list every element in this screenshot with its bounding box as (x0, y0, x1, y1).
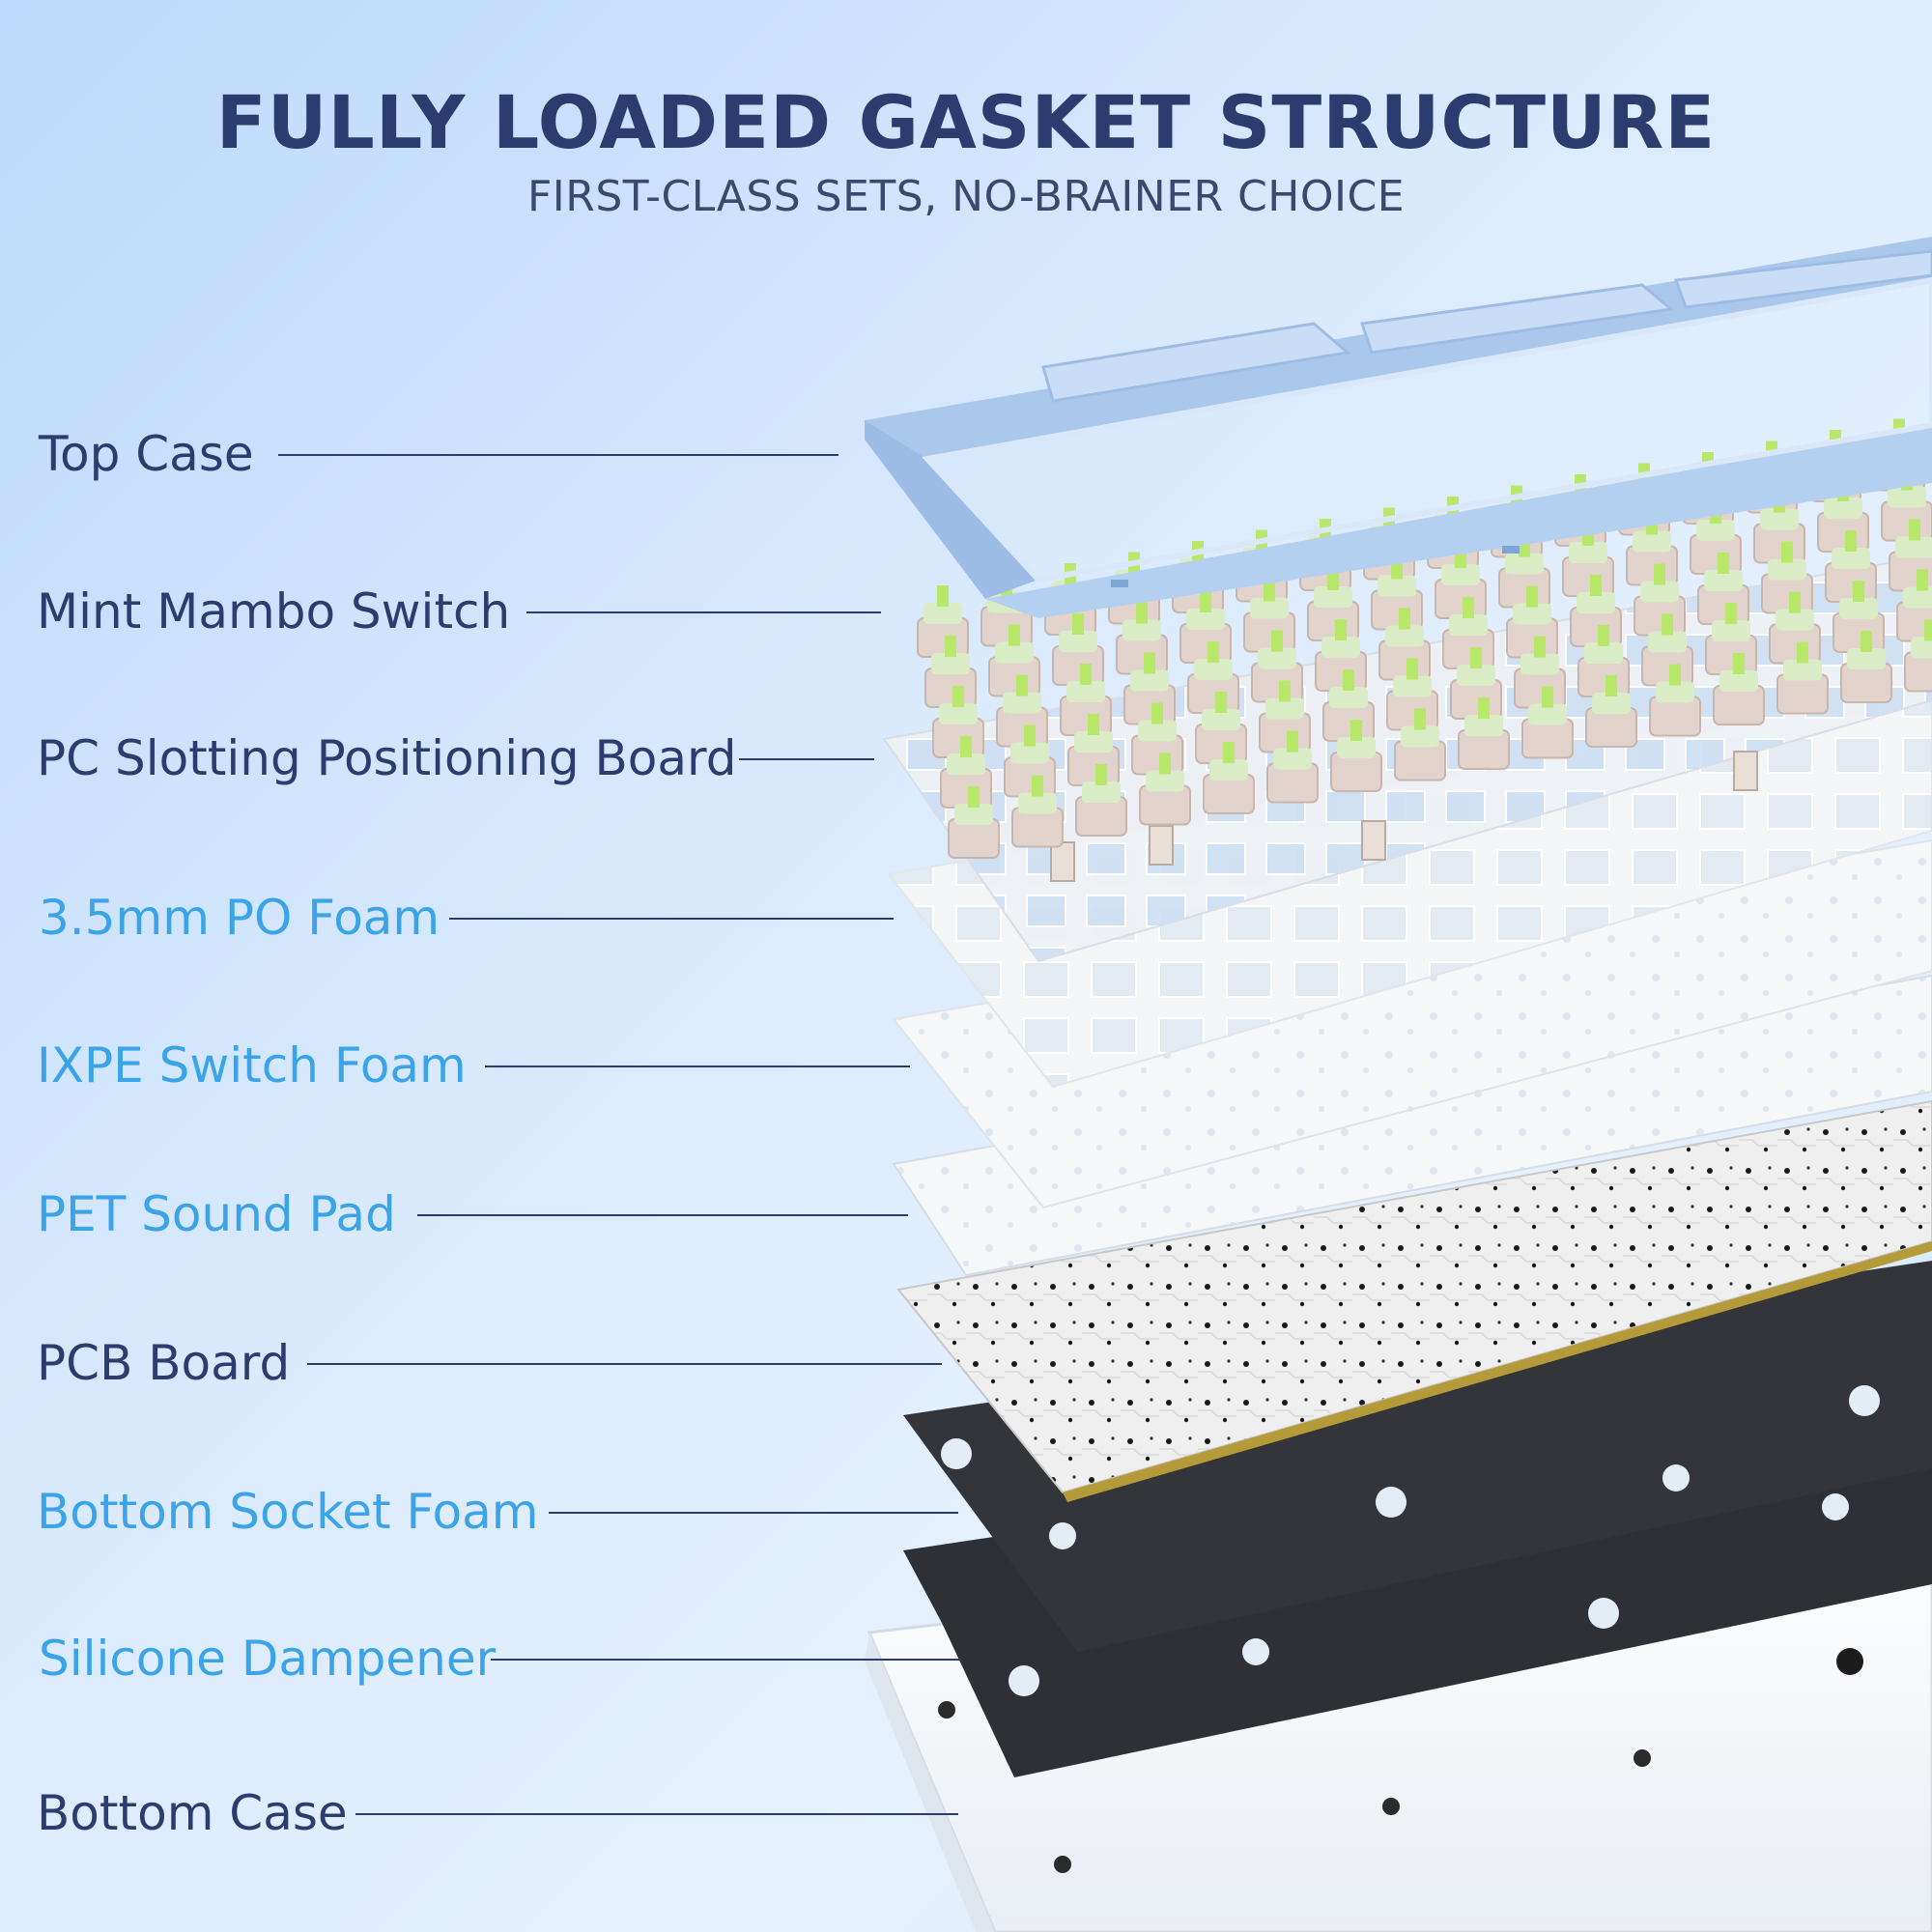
layer-pcb-board (896, 1099, 1932, 1502)
switch (1322, 669, 1375, 742)
switch (1458, 697, 1510, 770)
page-title: FULLY LOADED GASKET STRUCTURE (215, 79, 1717, 165)
layer-label-3: 3.5mm PO Foam (39, 890, 440, 946)
switch (917, 585, 969, 658)
switch (1139, 753, 1191, 826)
switch (1011, 775, 1064, 848)
layer-label-9: Bottom Case (37, 1785, 348, 1841)
layer-label-4: IXPE Switch Foam (37, 1037, 467, 1094)
layer-label-0: Top Case (39, 426, 254, 482)
switch (1896, 569, 1932, 642)
switch (1266, 730, 1319, 804)
layer-top-case (865, 237, 1932, 618)
switch (1394, 708, 1446, 781)
switch (1649, 664, 1701, 737)
switch (1330, 720, 1382, 792)
switch (1203, 742, 1255, 814)
switch (996, 674, 1048, 748)
switch (1840, 631, 1892, 703)
switch (1904, 619, 1932, 693)
switch (1585, 675, 1637, 748)
page-subtitle: FIRST-CLASS SETS, NO-BRAINER CHOICE (526, 172, 1406, 221)
switch (1833, 581, 1885, 653)
switch (1713, 653, 1765, 725)
layer-label-8: Silicone Dampener (39, 1631, 497, 1687)
switch (1776, 641, 1829, 715)
switch (1123, 652, 1176, 725)
switch (1075, 764, 1127, 837)
switch (1004, 724, 1056, 798)
layer-label-1: Mint Mambo Switch (37, 583, 511, 639)
layer-pcb-foam (903, 1261, 1932, 1652)
switch (948, 786, 1000, 859)
switch (1521, 686, 1574, 759)
layer-label-2: PC Slotting Positioning Board (37, 730, 737, 786)
layer-label-7: Bottom Socket Foam (37, 1484, 539, 1540)
switch (1641, 613, 1693, 687)
layer-label-6: PCB Board (37, 1335, 291, 1391)
leader-lines (278, 454, 961, 1815)
layer-label-5: PET Sound Pad (37, 1186, 396, 1242)
